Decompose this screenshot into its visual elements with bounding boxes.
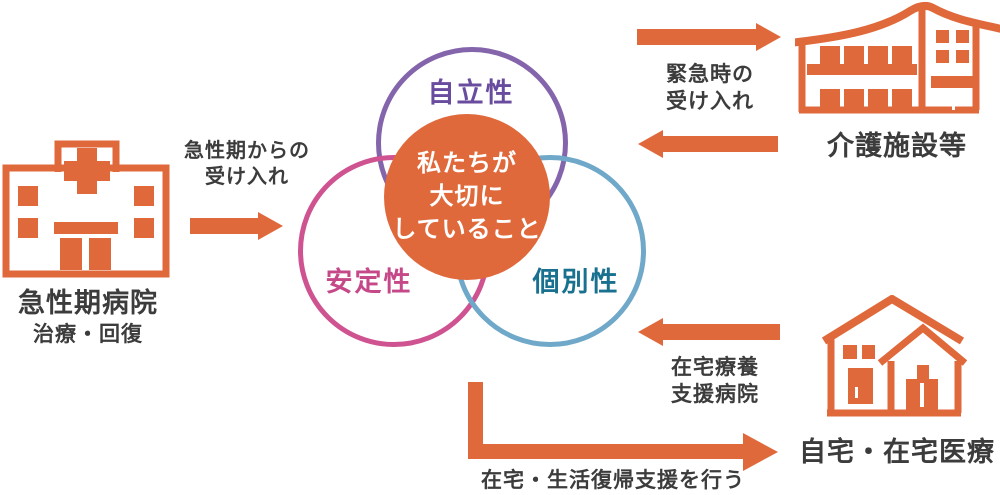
arrow-shaft [662,136,778,152]
hospital-icon [2,140,170,278]
arrow-horizontal-shaft [468,444,744,459]
home-label: 自宅・在宅医療 [799,437,995,467]
arrow-vertical-shaft [468,382,483,459]
home-support-label: 在宅療養 支援病院 [671,356,759,406]
arrow-shaft [637,29,757,45]
emergency-accept-label: 緊急時の 受け入れ [666,63,754,113]
arrow-head [258,212,283,240]
arrow-head [638,318,663,346]
care-facility-label: 介護施設等 [827,131,967,161]
venn-label-autonomy: 自立性 [427,78,515,108]
venn-label-stability: 安定性 [325,267,413,297]
core-circle [384,114,550,280]
care-facility-icon [795,1,1000,114]
venn-label-individuality: 個別性 [532,267,620,297]
acute-hospital-sublabel: 治療・回復 [33,323,143,346]
acute-accept-label: 急性期からの 受け入れ [184,140,310,188]
arrow-shaft [190,218,260,234]
arrow-head [638,130,663,158]
arrow-head [756,23,781,51]
arrow-shaft [662,324,780,340]
home-return-label: 在宅・生活復帰支援を行う [481,469,745,492]
core-statement: 私たちが 大切に していること [392,150,542,243]
home-icon [822,295,967,417]
arrow-head [743,433,778,471]
acute-hospital-label: 急性期病院 [18,288,158,318]
